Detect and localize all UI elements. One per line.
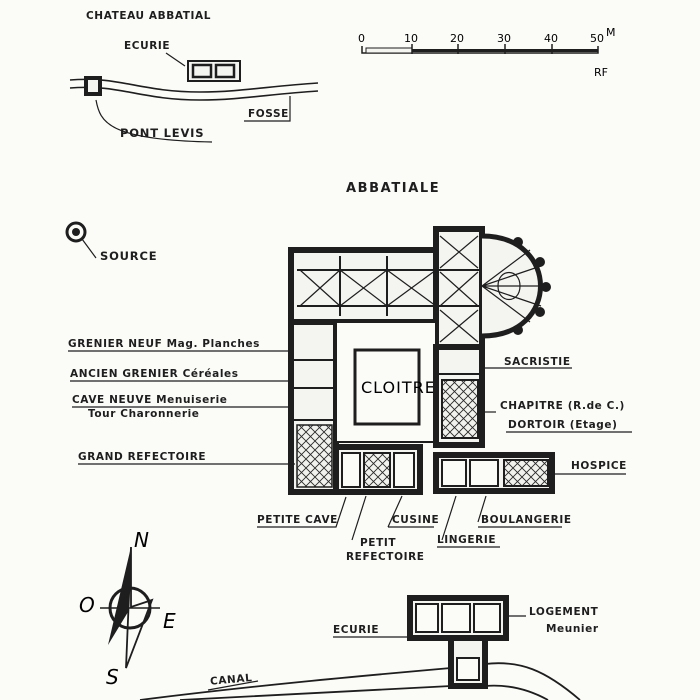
scale-bar: 0 10 20 30 40 50 M RF — [358, 26, 616, 79]
nave-vaulting — [297, 256, 437, 316]
sacristie-label: SACRISTIE — [504, 356, 571, 368]
source-section: SOURCE — [65, 221, 157, 263]
south-east-range — [433, 452, 555, 494]
east-range — [433, 344, 485, 448]
moulin-section: ECURIE LOGEMENT Meunier CANAL — [139, 595, 599, 700]
scale-mark: RF — [594, 66, 608, 79]
source-label: SOURCE — [100, 249, 157, 263]
grenier-neuf-label: GRENIER NEUF Mag. Planches — [68, 338, 260, 350]
cloitre-label: CLOITRE — [361, 378, 436, 397]
chateau-ecurie-leader — [165, 52, 186, 67]
lingerie-room — [441, 459, 467, 487]
compass-o: O — [79, 593, 95, 617]
dortoir-label: DORTOIR (Etage) — [508, 419, 618, 431]
scale-unit: M — [606, 26, 616, 39]
fosse-moat-lower — [69, 86, 319, 101]
chateau-ecurie-label: ECURIE — [124, 40, 170, 52]
cuisine-room — [393, 452, 415, 488]
logement-label: LOGEMENT — [529, 606, 599, 618]
lingerie-label: LINGERIE — [437, 534, 496, 546]
scale-tick-label: 0 — [358, 32, 365, 45]
petit-refectoire-label-2: REFECTOIRE — [346, 551, 425, 563]
cuisine-label: CUSINE — [392, 514, 439, 526]
petit-refectoire-label: PETIT — [360, 537, 396, 549]
meunier-label: Meunier — [546, 623, 599, 635]
compass-e: E — [163, 609, 176, 633]
petit-refectoire-room — [363, 452, 391, 488]
canal-upper-bank — [139, 662, 581, 700]
chapitre-room — [441, 379, 479, 439]
scale-segment-0-10 — [365, 47, 413, 54]
petite-cave-room — [341, 452, 361, 488]
pont-levis-leader — [95, 99, 213, 143]
south-range — [333, 444, 423, 495]
ancien-grenier-label: ANCIEN GRENIER Céréales — [70, 368, 239, 380]
scale-tick-label: 30 — [497, 32, 511, 45]
boulangerie-room — [469, 459, 499, 487]
pont-levis-label: PONT LEVIS — [120, 126, 204, 140]
chateau-title: CHATEAU ABBATIAL — [86, 10, 211, 22]
fosse-leader — [244, 96, 291, 122]
boulangerie-label: BOULANGERIE — [481, 514, 572, 526]
compass-n: N — [134, 528, 149, 552]
compass-rose: N S E O — [79, 528, 176, 689]
canal-lower-bank — [179, 684, 549, 700]
abbatiale-section: ABBATIALE — [68, 181, 632, 563]
fosse-label: FOSSE — [248, 108, 289, 120]
scale-tick-label: 20 — [450, 32, 464, 45]
scale-tick-label: 10 — [404, 32, 418, 45]
tour-charonnerie-label: Tour Charonnerie — [88, 408, 200, 420]
cloitre-garth — [353, 348, 421, 426]
mill-annex — [448, 635, 488, 689]
compass-s: S — [106, 665, 119, 689]
fosse-moat-upper — [69, 78, 319, 93]
chapitre-label: CHAPITRE (R.de C.) — [500, 400, 625, 412]
grand-refectoire-room — [296, 424, 333, 488]
hospice-room — [503, 459, 549, 487]
abbatiale-title: ABBATIALE — [346, 181, 440, 196]
scale-tick-label: 40 — [544, 32, 558, 45]
canal-label: CANAL — [210, 672, 253, 688]
moulin-ecurie-label: ECURIE — [333, 624, 379, 636]
church-apse — [481, 233, 551, 339]
chateau-abbatial-section: CHATEAU ABBATIAL ECURIE FOSSE PONT LEVIS — [69, 10, 319, 143]
grand-refectoire-label: GRAND REFECTOIRE — [78, 451, 206, 463]
scale-tick-label: 50 — [590, 32, 604, 45]
hospice-label: HOSPICE — [571, 460, 627, 472]
cave-neuve-label: CAVE NEUVE Menuiserie — [72, 394, 228, 406]
petite-cave-label: PETITE CAVE — [257, 514, 338, 526]
source-symbol — [65, 221, 87, 243]
